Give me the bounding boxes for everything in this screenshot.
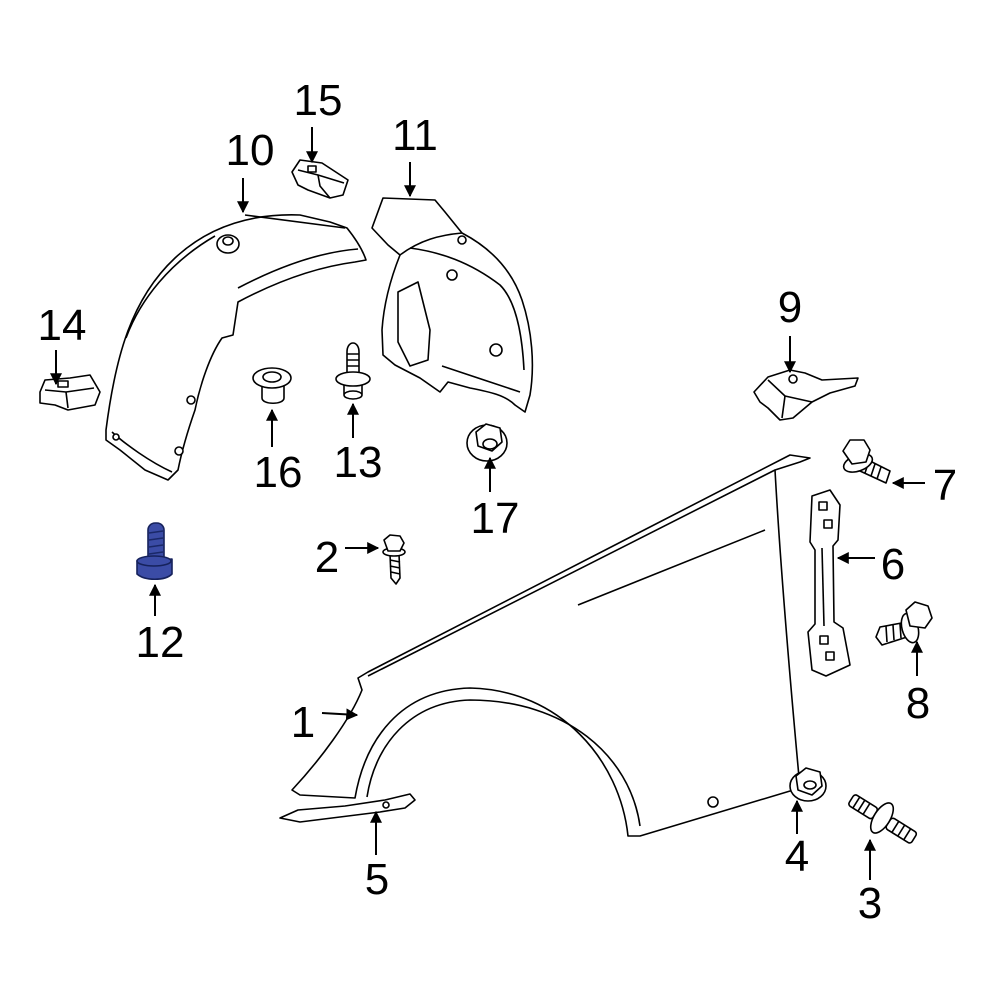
callout-label-5: 5 <box>365 855 389 904</box>
part-13-push-pin <box>335 342 371 400</box>
callout-label-17: 17 <box>471 494 520 543</box>
part-17-flange-nut <box>466 423 508 462</box>
callout-label-8: 8 <box>906 679 930 728</box>
callout-label-10: 10 <box>226 126 275 175</box>
part-11-rear-liner <box>371 197 534 413</box>
part-16-grommet <box>252 367 292 405</box>
part-15-clip <box>291 159 349 199</box>
part-7-bolt <box>842 439 891 484</box>
part-3-stud <box>848 794 918 844</box>
callout-label-14: 14 <box>38 301 87 350</box>
callout-label-3: 3 <box>858 879 882 928</box>
callout-label-4: 4 <box>785 832 809 881</box>
part-1-fender <box>291 454 811 837</box>
callout-label-2: 2 <box>315 533 339 582</box>
part-6-fender-bracket <box>807 489 851 677</box>
callout-label-15: 15 <box>294 76 343 125</box>
callout-label-6: 6 <box>881 540 905 589</box>
callout-label-11: 11 <box>392 111 438 160</box>
callout-label-9: 9 <box>778 283 802 332</box>
callout-arrow-1 <box>321 708 359 721</box>
callout-label-13: 13 <box>334 438 383 487</box>
callout-label-16: 16 <box>254 448 303 497</box>
callout-label-1: 1 <box>291 698 315 747</box>
part-12-bolt <box>136 522 173 581</box>
callout-label-7: 7 <box>933 461 957 510</box>
part-4-flange-nut <box>789 767 827 802</box>
part-5-trim-strip <box>279 793 416 823</box>
callout-labels: 1 2 3 4 5 6 7 8 9 10 11 12 13 14 15 16 1… <box>38 76 958 928</box>
part-9-bracket <box>753 369 859 421</box>
part-10-front-liner <box>105 214 367 481</box>
callout-label-12: 12 <box>136 618 185 667</box>
part-2-bolt <box>382 534 406 585</box>
callout-arrows <box>50 127 925 880</box>
part-8-bolt <box>875 601 933 646</box>
part-14-clip <box>39 374 101 411</box>
